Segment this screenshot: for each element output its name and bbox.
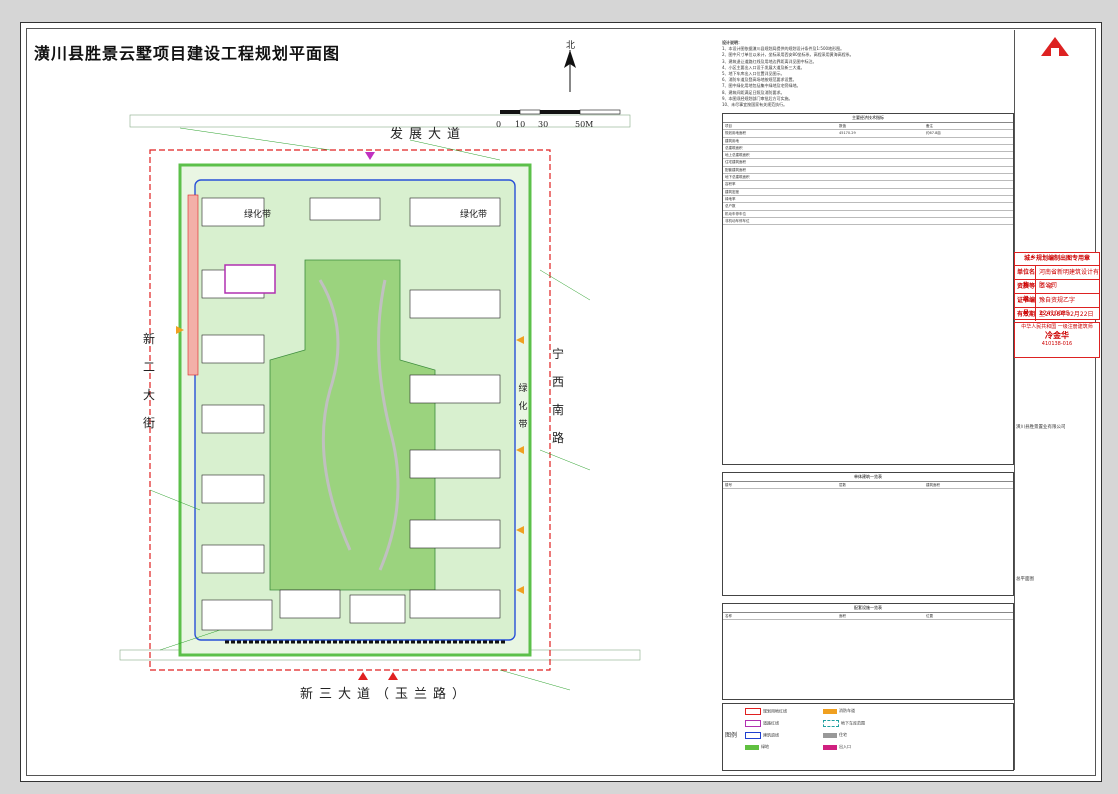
central-path-2 — [377, 279, 400, 571]
scale-tick-30: 30 — [538, 120, 549, 129]
drawing-frame — [26, 28, 1096, 776]
architect-number: 410138-016 — [1041, 341, 1073, 347]
notes-line: 6、消防车道及登高场地按规范要求设置。 — [722, 77, 797, 83]
notes-line: 8、建筑间距满足日照及消防要求。 — [722, 89, 785, 95]
legend-item: 绿地 — [745, 744, 769, 750]
notes-line: 2、图中尺寸单位以米计，坐标采用西安80坐标系，高程采用黄海高程系。 — [722, 52, 854, 58]
scale-bar — [500, 109, 621, 115]
road-west-label: 新二大街 — [142, 332, 155, 430]
site-plan — [119, 50, 641, 691]
legend: 图例 规划用地红线 道路红线 建筑退线 绿地 消防车道 地下车库范围 住宅 出入… — [722, 703, 1014, 771]
title-block-column — [1014, 30, 1095, 770]
table3-header: 名称 面积 位置 — [723, 613, 1013, 621]
stamp-row: 有效期至2028年02月22日 — [1015, 308, 1099, 321]
legend-title: 图例 — [725, 732, 738, 739]
central-path — [318, 279, 352, 551]
table1-title: 主要经济技术指标 — [723, 114, 1013, 123]
table-row: 地下总建筑面积 — [723, 174, 1013, 182]
notes-heading: 设计说明： — [722, 40, 742, 45]
buildings — [201, 197, 501, 631]
clubhouse — [224, 264, 276, 294]
building-list-table: 单体建筑一览表 楼号 层数 建筑面积 — [722, 472, 1014, 596]
scale-tick-0: 0 — [496, 120, 502, 129]
drawing-name: 总平面图 — [1016, 577, 1034, 582]
table1-h3: 备注 — [926, 124, 933, 128]
table2-title: 单体建筑一览表 — [723, 473, 1013, 482]
notes-line: 1、本设计图依据潢川县规划局提供的规划设计条件及1:500地形图。 — [722, 46, 845, 52]
architect-stamp-line: 中华人民共和国 一级注册建筑师 — [1021, 324, 1093, 330]
green-belt-label-east: 绿化带 — [518, 384, 528, 430]
entrance-south-arrow — [358, 672, 368, 680]
entrance-north-arrow — [365, 152, 375, 160]
legend-item: 消防车道 — [823, 708, 855, 714]
table3-title: 配套设施一览表 — [723, 604, 1013, 613]
legend-item: 出入口 — [823, 744, 851, 750]
table-row: 容积率 — [723, 181, 1013, 189]
table-row: 总户数 — [723, 203, 1013, 211]
project-owner: 潢川县胜景置业有限公司 — [1016, 425, 1066, 430]
table1-header: 项目 数值 备注 — [723, 123, 1013, 131]
stamp-row: 证书编号豫自资规乙字22410085 — [1015, 294, 1099, 317]
architect-stamp: 中华人民共和国 一级注册建筑师 冷金华 410138-016 — [1014, 322, 1100, 358]
table-row: 机动车停车位 — [723, 211, 1013, 218]
stamp-row: 资质等级乙 级 — [1015, 280, 1099, 303]
redline-outer — [149, 149, 551, 671]
notes-line: 7、图中绿化用地包括集中绿地及宅旁绿地。 — [722, 83, 801, 89]
green-belt-label-2: 绿化带 — [460, 210, 488, 220]
north-label: 北 — [566, 41, 576, 51]
drawing-title: 潢川县胜景云墅项目建设工程规划平面图 — [34, 44, 341, 63]
scale-tick-10: 10 — [515, 120, 526, 129]
table-row: 地上总建筑面积 — [723, 152, 1013, 160]
road-north-edge — [129, 114, 631, 128]
west-strip — [187, 194, 199, 376]
road-south-label: 新三大道（玉兰路） — [300, 687, 472, 702]
notes-line: 9、本图须经规划部门审批后方可实施。 — [722, 95, 793, 101]
table2-header: 楼号 层数 建筑面积 — [723, 482, 1013, 490]
architect-name: 冷金华 — [1045, 331, 1069, 340]
notes-line: 4、小区主要出入口设于发展大道及新三大道。 — [722, 64, 805, 70]
table-row: 住宅建筑面积 — [723, 159, 1013, 167]
notes-line: 10、未尽事宜按国家有关规范执行。 — [722, 102, 788, 108]
table-row: 非机动车停车位 — [723, 218, 1013, 226]
stamp-row: 单位名称河南省新明建筑设计有限公司 — [1015, 266, 1099, 289]
entrance-south-arrow-2 — [388, 672, 398, 680]
legend-item: 规划用地红线 — [745, 708, 787, 715]
legend-item: 道路红线 — [745, 720, 779, 727]
notes-line: 5、地下车库出入口位置详见图示。 — [722, 71, 785, 77]
legend-item: 地下车库范围 — [823, 720, 865, 727]
scale-tick-50: 50M — [575, 120, 594, 129]
table-row: 建筑密度 — [723, 189, 1013, 196]
legend-item: 建筑退线 — [745, 732, 779, 739]
stamp-heading: 城乡规划编制出图专用章 — [1015, 253, 1099, 266]
table1-h2: 数值 — [839, 124, 846, 128]
notes-line: 3、建筑退让道路红线及用地边界距离详见图中标注。 — [722, 58, 817, 64]
table-row: 总建筑面积 — [723, 145, 1013, 153]
table-row: 建筑用地 — [723, 138, 1013, 145]
north-arrow-icon — [564, 50, 576, 92]
road-north-label: 发展大道 — [390, 127, 467, 142]
green-belt-label-1: 绿化带 — [244, 210, 272, 220]
planning-stamp: 城乡规划编制出图专用章 单位名称河南省新明建筑设计有限公司 资质等级乙 级 证书… — [1014, 252, 1100, 321]
table-row: 绿地率 — [723, 196, 1013, 204]
legend-item: 住宅 — [823, 732, 847, 738]
design-notes: 设计说明： 1、本设计图依据潢川县规划局提供的规划设计条件及1:500地形图。 … — [722, 40, 1012, 108]
road-east-label: 宁西南路 — [551, 347, 564, 445]
facilities-table: 配套设施一览表 名称 面积 位置 — [722, 603, 1014, 700]
table1-h1: 项目 — [725, 124, 732, 128]
company-logo-icon — [1041, 37, 1069, 56]
table-row: 配套建筑面积 — [723, 167, 1013, 175]
